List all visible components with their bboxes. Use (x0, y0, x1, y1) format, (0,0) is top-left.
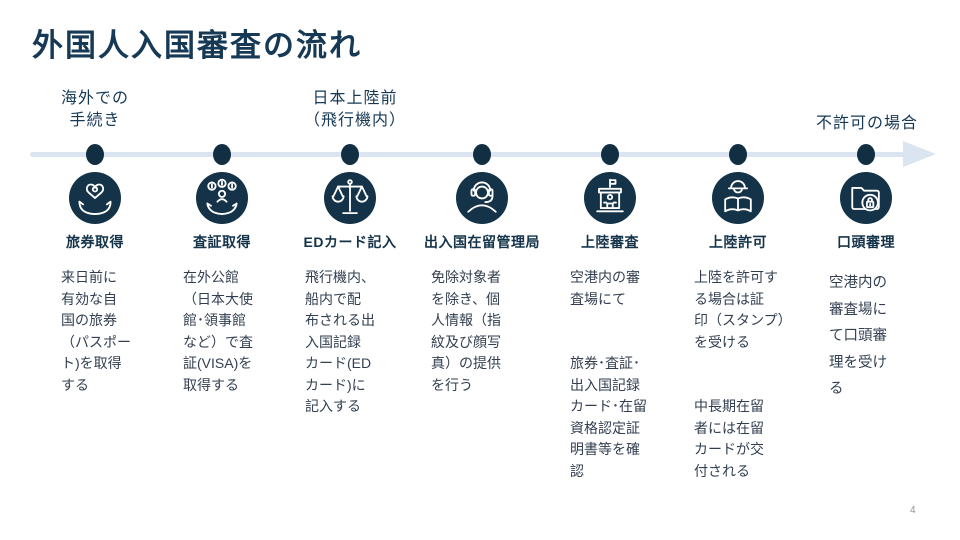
step-label: 口頭審理 (837, 234, 895, 250)
page-title: 外国人入国審査の流れ (32, 28, 362, 63)
step-label: EDカード記入 (303, 234, 397, 250)
balance-scale-icon (324, 172, 376, 224)
timeline-dot (473, 144, 491, 165)
hands-holding-heart-icon (69, 172, 121, 224)
step-label: 上陸審査 (581, 234, 639, 250)
timeline-arrowhead-icon (903, 141, 936, 167)
government-building-icon (584, 172, 636, 224)
step-label: 出入国在留管理局 (424, 234, 540, 250)
step-description: 免除対象者 を除き、個 人情報（指 紋及び顔写 真）の提供 を行う (431, 269, 501, 393)
page-number: 4 (910, 505, 916, 516)
step-immigration-bureau: 出入国在留管理局 (402, 172, 562, 252)
phase-label-overseas: 海外での 手続き (60, 90, 129, 129)
step-passport-acquisition: 旅券取得 (15, 172, 175, 252)
locked-folder-icon (840, 172, 892, 224)
timeline-dot (729, 144, 747, 165)
step-ed-card: EDカード記入 (270, 172, 430, 252)
step-landing-examination: 上陸審査 (530, 172, 690, 252)
timeline-dot (86, 144, 104, 165)
step-oral-hearing: 口頭審理 (786, 172, 946, 252)
hands-coins-person-icon (196, 172, 248, 224)
step-description: 飛行機内、 船内で配 布される出 入国記録 カード(ED カード)に 記入する (305, 269, 375, 414)
step-description: 来日前に 有効な自 国の旅券 （パスポー ト)を取得 する (61, 269, 131, 393)
step-landing-permission: 上陸許可 (658, 172, 818, 252)
agent-headset-icon (456, 172, 508, 224)
step-description: 上陸を許可す る場合は証 印（スタンプ） を受ける 中長期在留 者には在留 カー… (694, 269, 792, 479)
timeline-dot (341, 144, 359, 165)
step-description: 空港内の 審査場に て口頭審 理を受け る (829, 275, 887, 397)
step-visa-acquisition: 査証取得 (142, 172, 302, 252)
timeline-dot (857, 144, 875, 165)
step-label: 上陸許可 (709, 234, 767, 250)
worker-reading-book-icon (712, 172, 764, 224)
phase-label-before-landing: 日本上陸前 （飛行機内） (303, 90, 406, 129)
timeline-line (30, 152, 906, 157)
phase-label-denied: 不許可の場合 (815, 115, 918, 132)
step-label: 旅券取得 (66, 234, 124, 250)
timeline-dot (213, 144, 231, 165)
step-description: 在外公館 （日本大使 館･領事館 など）で査 証(VISA)を 取得する (183, 269, 253, 393)
timeline-dot (601, 144, 619, 165)
step-description: 空港内の審 査場にて 旅券･査証･ 出入国記録 カード･在留 資格認定証 明書等… (570, 269, 647, 479)
step-label: 査証取得 (193, 234, 251, 250)
